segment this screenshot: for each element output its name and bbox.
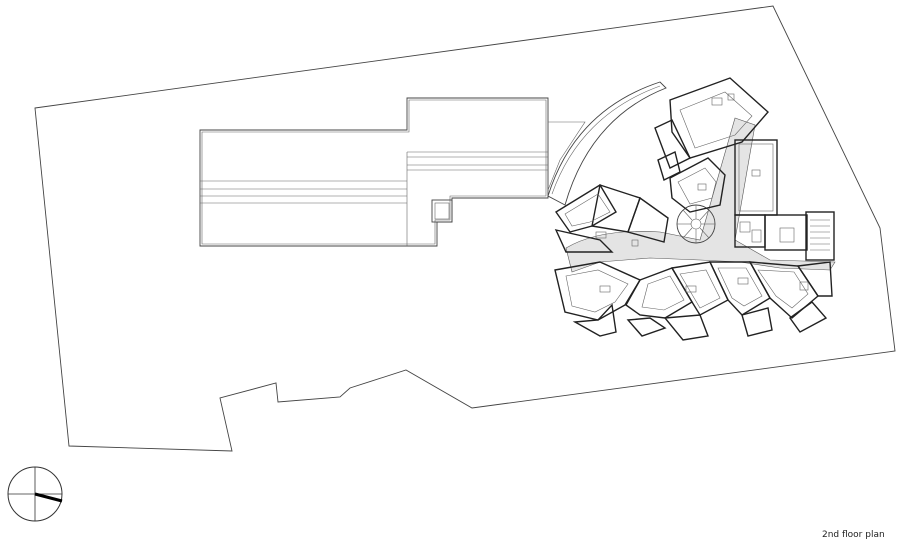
existing-building (199, 97, 549, 247)
service-wing (734, 139, 835, 261)
spiral-stair (676, 204, 716, 244)
apartment-units-upper (554, 77, 769, 253)
curved-wing (547, 81, 667, 206)
north-arrow-icon (7, 466, 63, 522)
interior-fixtures (595, 93, 809, 293)
plan-caption: 2nd floor plan (822, 530, 885, 540)
apartment-units-lower (554, 261, 833, 341)
connector-path (547, 121, 586, 191)
site-boundary (34, 5, 896, 452)
